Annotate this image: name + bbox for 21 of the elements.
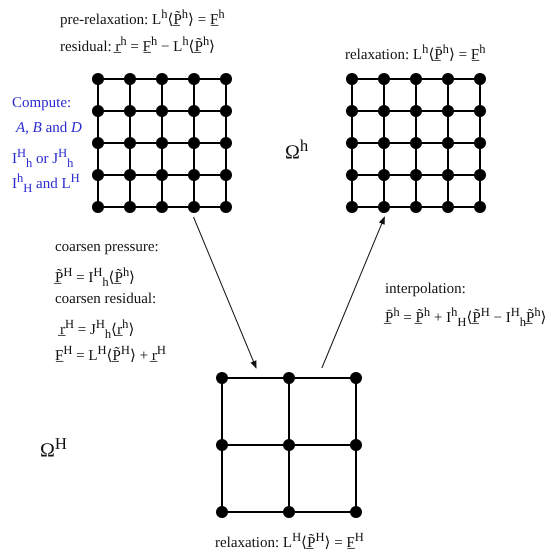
note: I$^{h}$$_{H}$ and L$^{H}$ [12,170,80,197]
equation: P̲̄$^{h}$ = P̲̃$^{h}$ + I$^{h}$$_{H}$⟨P̲̃$^{H}$ − I$^{H}$$_{h}$P̲̃$^{h}$⟩ [385,304,547,331]
grid-label: Ω$^{h}$ [285,135,308,165]
arrow [193,216,257,369]
equation: pre-relaxation: L$^{h}$⟨P̲̃$^{h}$⟩ = F̲$^{h}$ [60,6,225,29]
arrow [321,216,385,368]
grid-label: Ω$^{H}$ [40,433,67,463]
equation: r̲$^{H}$ = J$^{H}$$_{h}$⟨r̲$^{h}$⟩ [60,316,134,343]
note: A, B and D [16,119,82,137]
grid-drawing [92,73,232,213]
caption: coarsen pressure: [55,238,159,256]
equation: P̲̃$^{H}$ = I$^{H}$$_{h}$⟨P̲̃$^{h}$⟩ [55,264,136,291]
heading: Compute: [12,94,72,112]
grid-drawing [216,372,362,518]
equation: residual: r̲$^{h}$ = F̲$^{h}$ − L$^{h}$⟨P̲̃$^{h}$⟩ [60,33,216,56]
equation: relaxation: L$^{H}$⟨P̲̃$^{H}$⟩ = F̲$^{H}$ [215,529,364,552]
equation: F̲$^{H}$ = L$^{H}$⟨P̲̃$^{H}$⟩ + r̲$^{H}$ [55,342,166,365]
equation: relaxation: L$^{h}$⟨P̲̄$^{h}$⟩ = F̲$^{h}$ [345,41,486,64]
grid-drawing [346,73,486,213]
caption: interpolation: [385,280,466,298]
caption: coarsen residual: [55,290,156,308]
